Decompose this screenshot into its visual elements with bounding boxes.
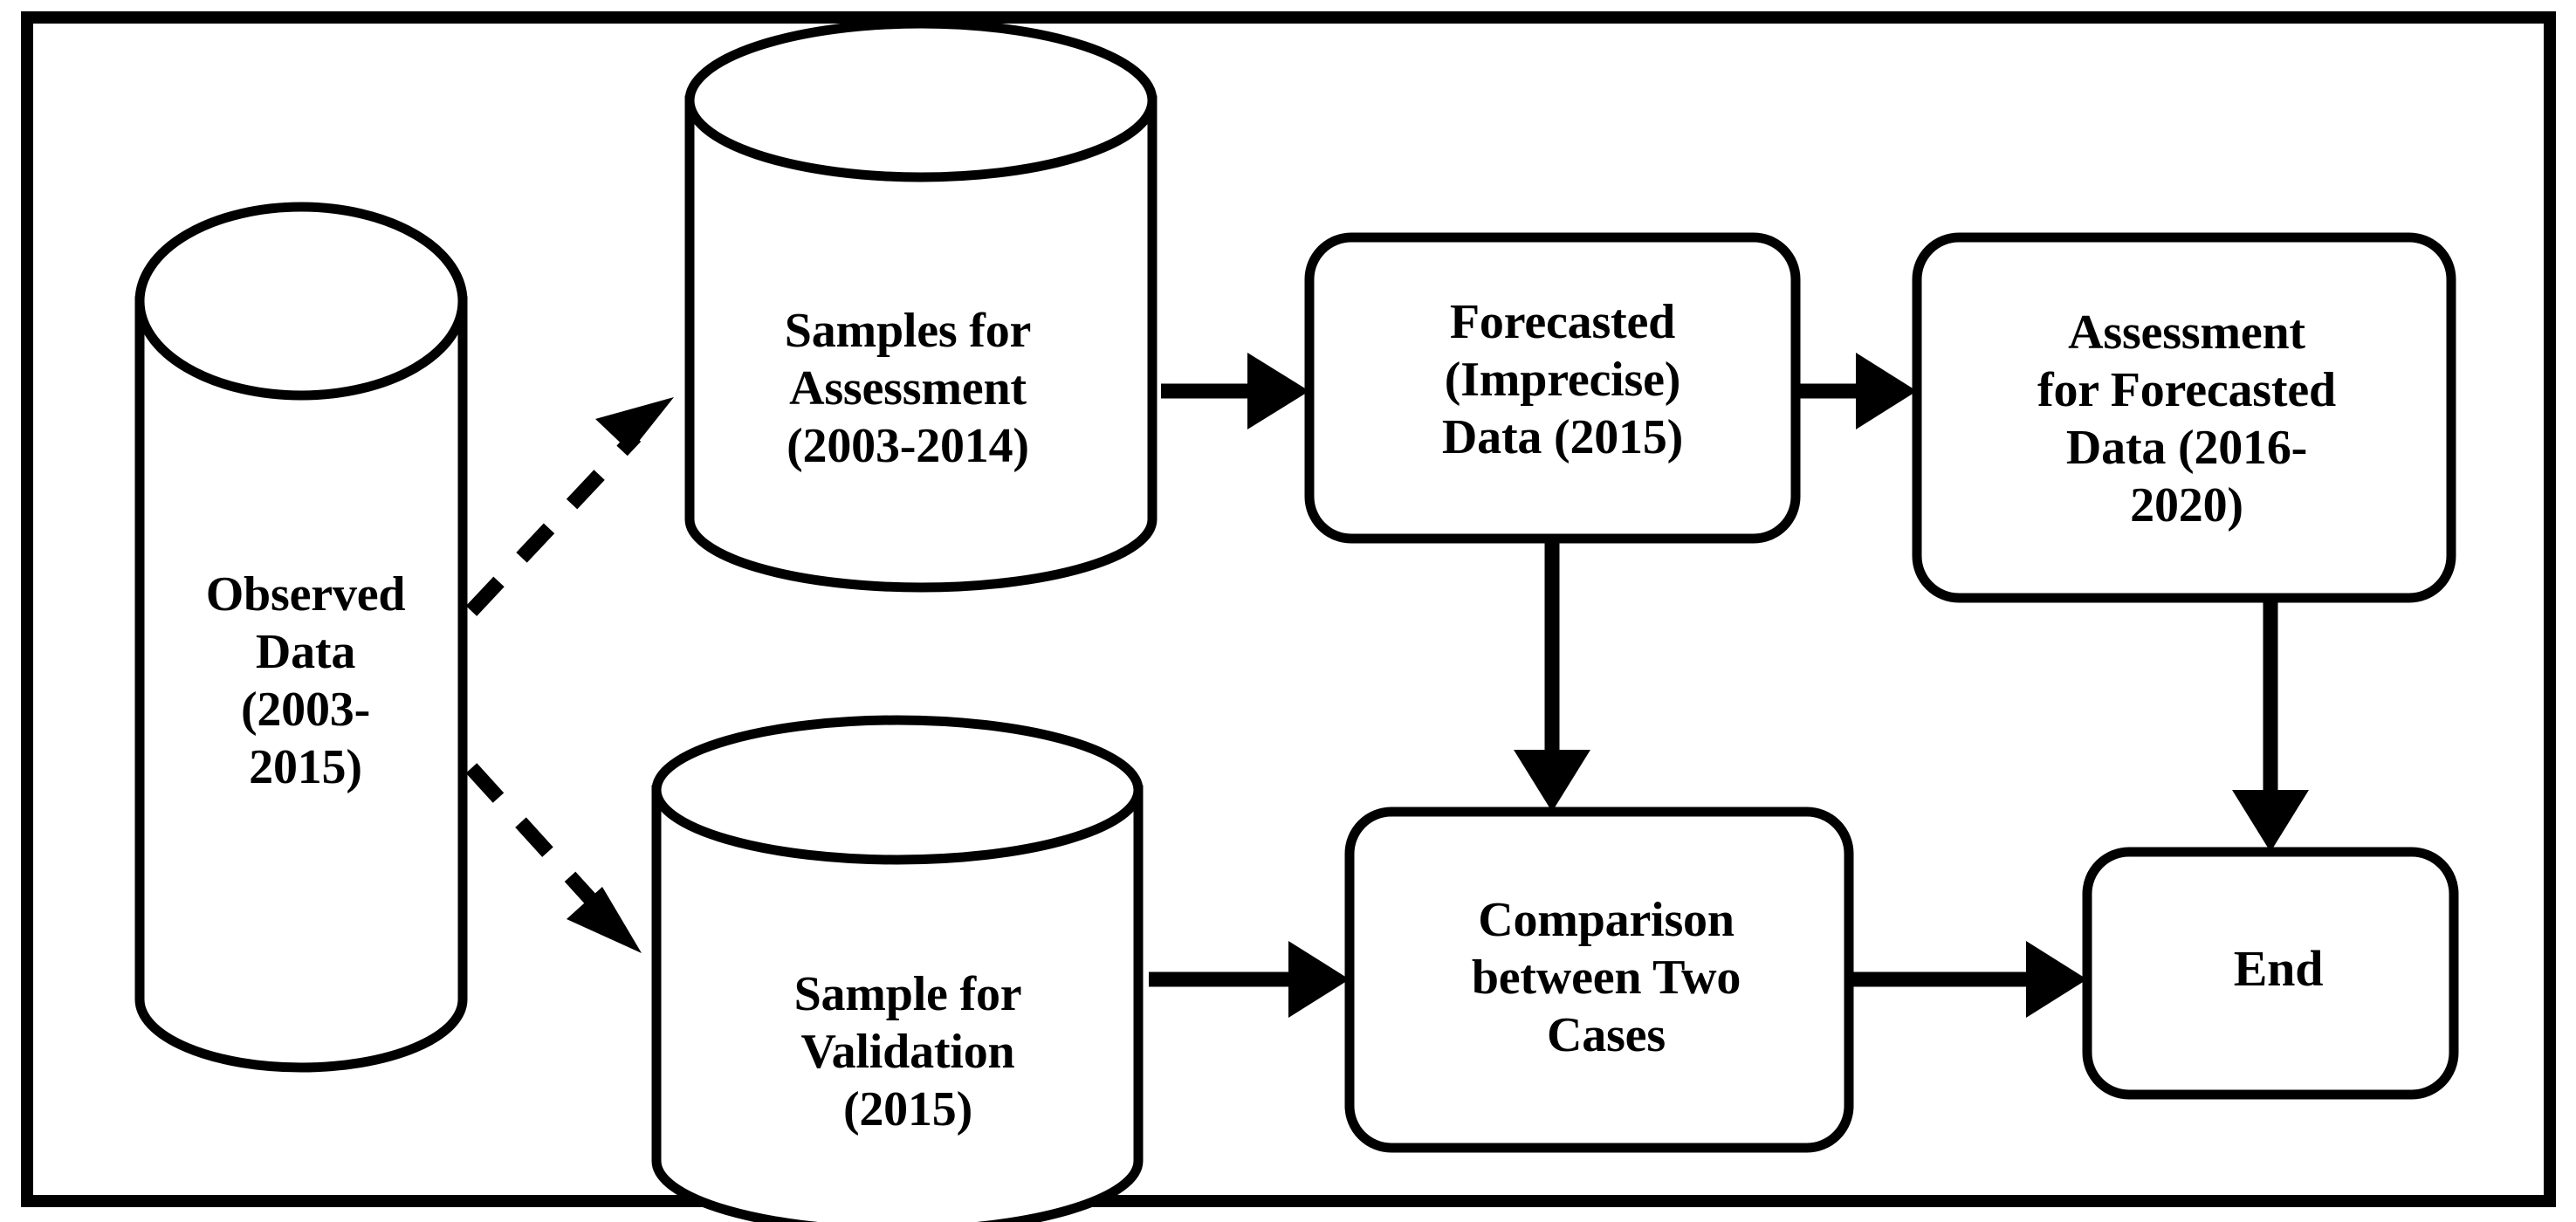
edge-forecasted-to-assessment bbox=[1796, 353, 1917, 429]
validation-cylinder-body bbox=[651, 785, 1144, 1222]
arrow-head-icon bbox=[567, 887, 642, 953]
node-sample-for-validation[interactable] bbox=[651, 715, 1144, 1222]
edge-validation-to-comparison bbox=[1149, 941, 1350, 1018]
edge-observed-to-samples bbox=[465, 397, 674, 616]
node-comparison-between-two-cases[interactable] bbox=[1344, 807, 1854, 1153]
arrow-head-icon bbox=[2232, 790, 2309, 852]
edge-samples-to-forecasted bbox=[1161, 353, 1309, 429]
node-forecasted-imprecise-data[interactable] bbox=[1304, 232, 1801, 544]
edge-assessment-to-end bbox=[2232, 598, 2309, 852]
samples-cylinder-top bbox=[684, 18, 1157, 182]
arrow-head-icon bbox=[1247, 353, 1309, 429]
node-observed-data[interactable] bbox=[134, 202, 468, 1073]
edge-forecasted-to-comparison bbox=[1514, 539, 1590, 812]
observed-data-cylinder-top bbox=[134, 202, 468, 401]
validation-cylinder-top bbox=[651, 715, 1144, 865]
arrow-head-icon bbox=[595, 397, 674, 452]
observed-data-cylinder-body bbox=[134, 296, 468, 1073]
arrow-head-icon bbox=[1514, 750, 1590, 812]
arrow-head-icon bbox=[1856, 353, 1917, 429]
edge-observed-to-validation bbox=[465, 763, 642, 953]
node-assessment-for-forecasted-data[interactable] bbox=[1912, 232, 2456, 603]
node-end[interactable] bbox=[2082, 847, 2459, 1100]
node-samples-for-assessment[interactable] bbox=[684, 18, 1157, 593]
diagram-frame bbox=[21, 11, 2556, 1207]
arrow-head-icon bbox=[1288, 941, 1350, 1018]
samples-cylinder-body bbox=[684, 95, 1157, 593]
edge-comparison-to-end bbox=[1849, 941, 2087, 1018]
arrow-head-icon bbox=[2026, 941, 2087, 1018]
